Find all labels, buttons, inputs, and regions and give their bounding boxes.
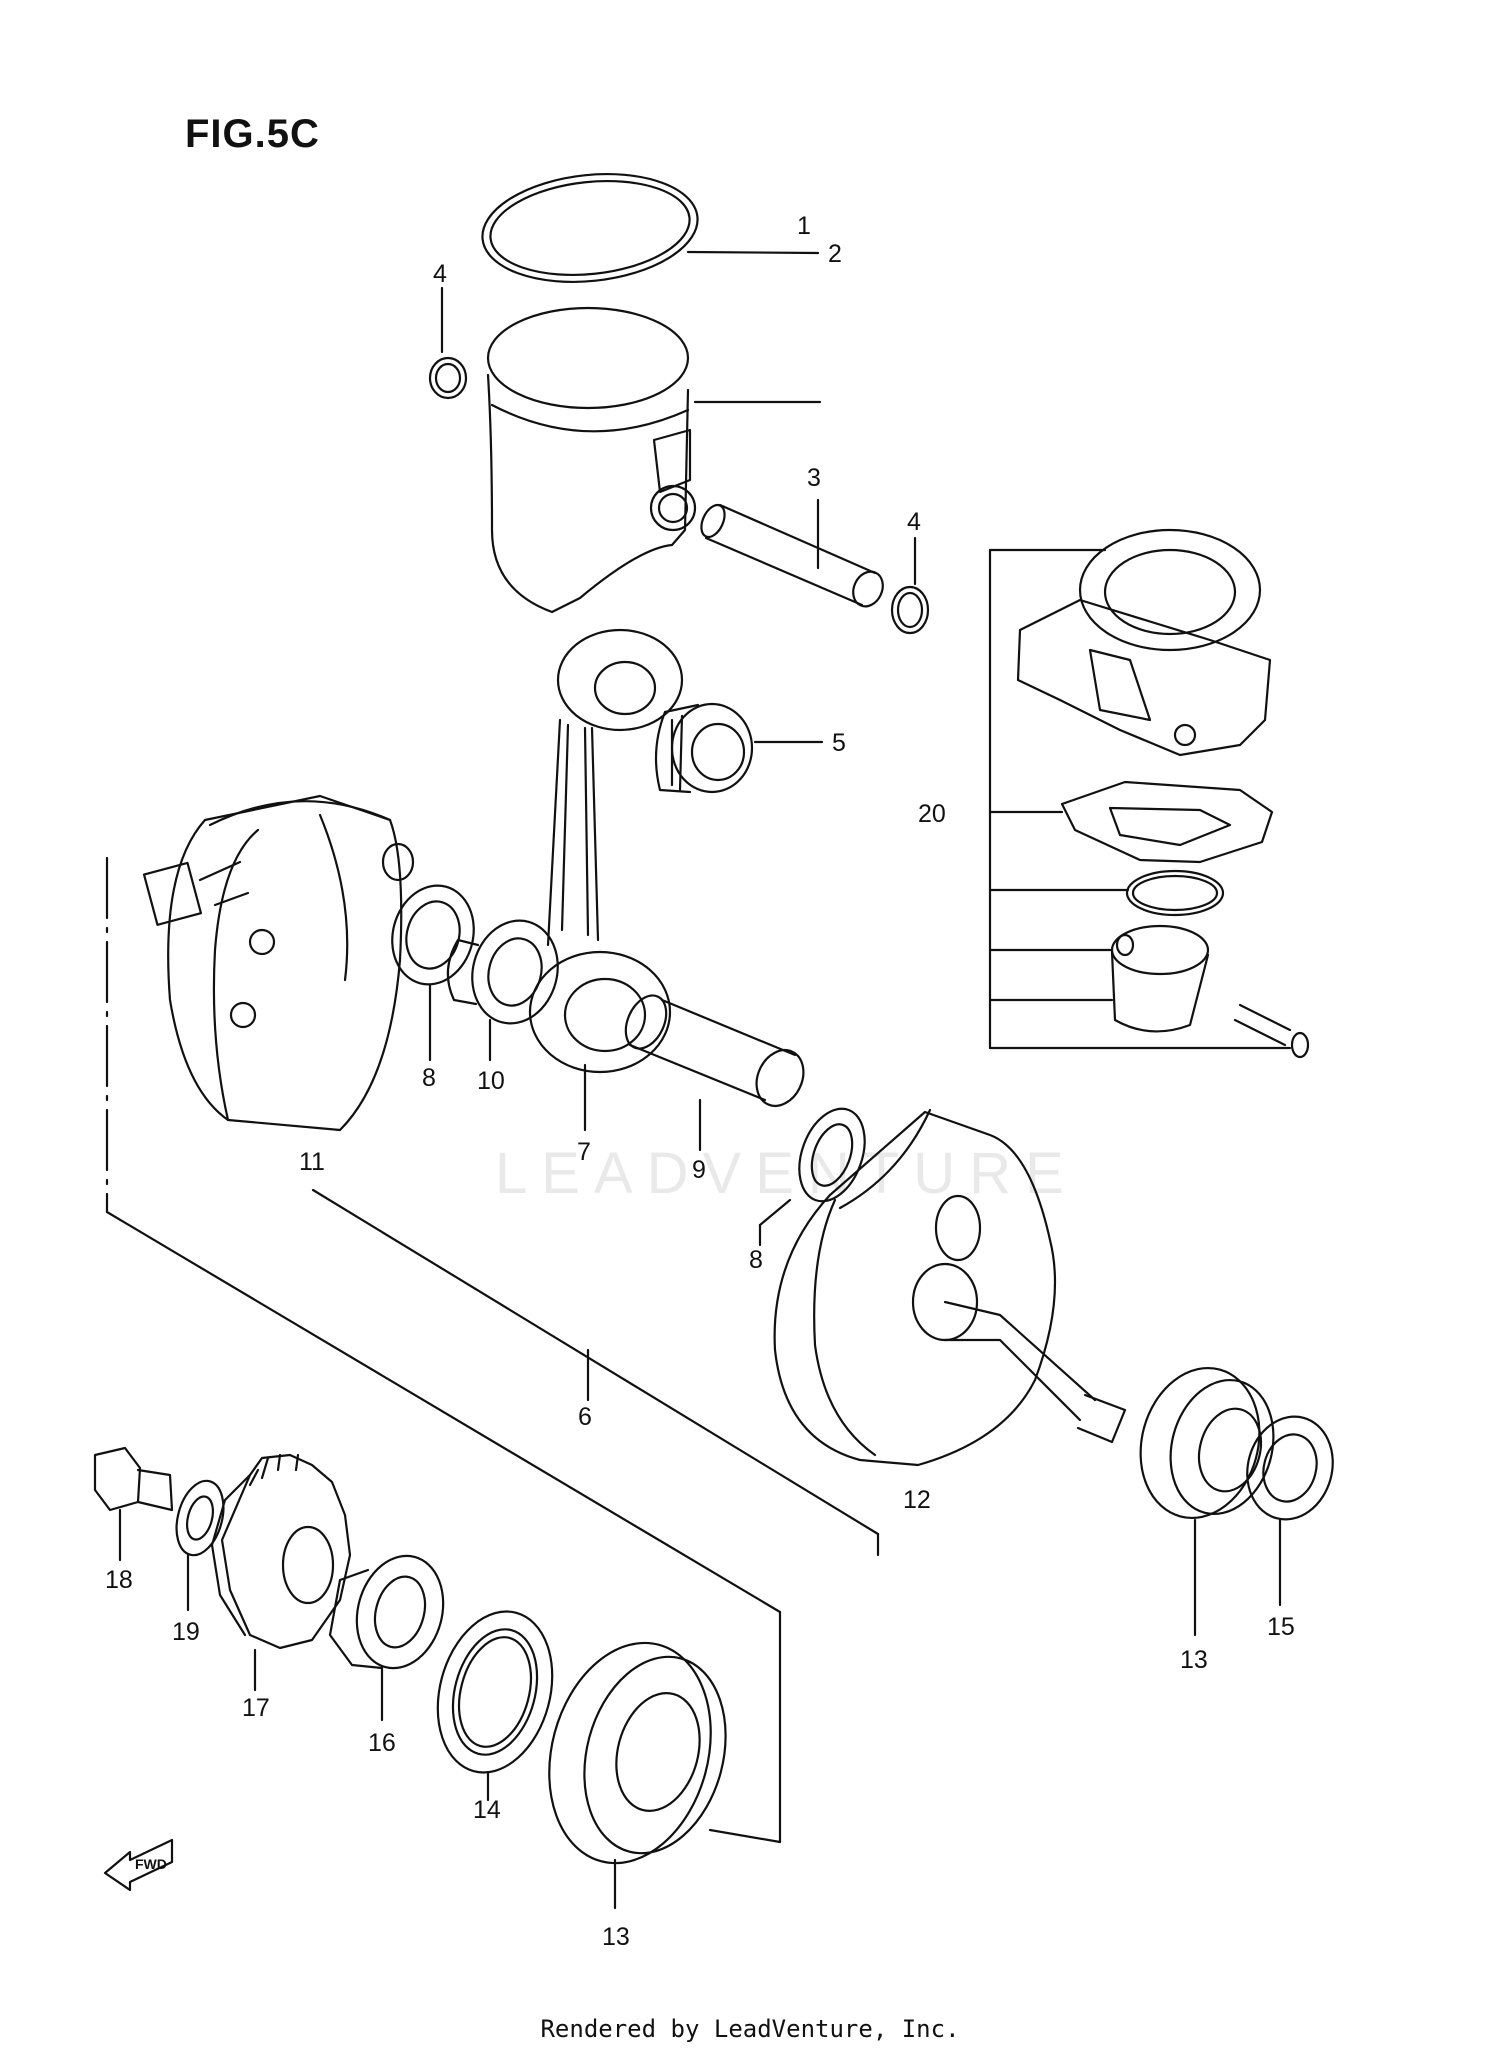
callout-label: 4 <box>907 508 921 536</box>
forward-label: FWD <box>135 1856 167 1872</box>
figure-title: FIG.5C <box>185 112 320 156</box>
primary-drive-gear <box>210 1453 352 1650</box>
circlip <box>890 585 930 635</box>
callout-label: 1 <box>797 212 811 240</box>
callout-label: 8 <box>422 1064 436 1092</box>
callout-label: 7 <box>577 1138 591 1166</box>
piston-ring <box>481 172 699 284</box>
callout-label: 12 <box>903 1486 931 1514</box>
crank-pin <box>624 994 805 1107</box>
callout-label: 2 <box>828 240 842 268</box>
crankshaft-bearing <box>1139 1366 1275 1520</box>
callout-label: 17 <box>242 1694 270 1722</box>
thrust-washer <box>798 1107 866 1203</box>
callout-label: 4 <box>433 260 447 288</box>
leader-line <box>758 1198 792 1227</box>
washer <box>175 1479 225 1557</box>
forward-arrow-icon: FWD <box>103 1838 174 1892</box>
watermark: LEADVENTURE <box>495 1141 1078 1206</box>
big-end-bearing <box>446 919 559 1025</box>
callout-label: 14 <box>473 1796 501 1824</box>
callout-label: 16 <box>368 1729 396 1757</box>
crank-web-right <box>773 1108 1127 1467</box>
crankshaft-bearing <box>548 1641 727 1865</box>
piston-pin <box>700 503 884 608</box>
crank-web-left <box>142 794 415 1132</box>
connecting-rod <box>528 628 684 1074</box>
reference-ring <box>1125 869 1225 917</box>
small-end-bearing <box>654 702 754 794</box>
callout-label: 20 <box>918 800 946 828</box>
callout-label: 19 <box>172 1618 200 1646</box>
callout-label: 15 <box>1267 1613 1295 1641</box>
callout-label: 11 <box>299 1148 325 1176</box>
leader-line <box>686 250 820 255</box>
piston <box>486 306 697 614</box>
cylinder-base-gasket <box>1060 780 1274 864</box>
oil-seal <box>436 1610 554 1774</box>
callout-label: 9 <box>692 1156 706 1184</box>
spacer <box>328 1554 445 1670</box>
oil-seal <box>1246 1415 1334 1521</box>
reference-piston <box>1110 924 1310 1059</box>
assembly-bracket <box>105 856 880 1844</box>
circlip <box>428 356 468 400</box>
cylinder-assembly <box>1016 528 1272 757</box>
reference-bracket <box>988 548 1292 1050</box>
callout-label: 13 <box>1180 1646 1208 1674</box>
callout-label: 8 <box>749 1246 763 1274</box>
thrust-washer <box>391 884 475 986</box>
leader-line <box>708 1828 782 1844</box>
crankshaft-nut <box>93 1446 174 1512</box>
footer-credit: Rendered by LeadVenture, Inc. <box>540 2015 960 2043</box>
callout-label: 13 <box>602 1923 630 1951</box>
callout-label: 6 <box>578 1403 592 1431</box>
callout-label: 3 <box>807 464 821 492</box>
callout-label: 5 <box>832 729 846 757</box>
callout-label: 10 <box>477 1067 505 1095</box>
callout-label: 18 <box>105 1566 133 1594</box>
